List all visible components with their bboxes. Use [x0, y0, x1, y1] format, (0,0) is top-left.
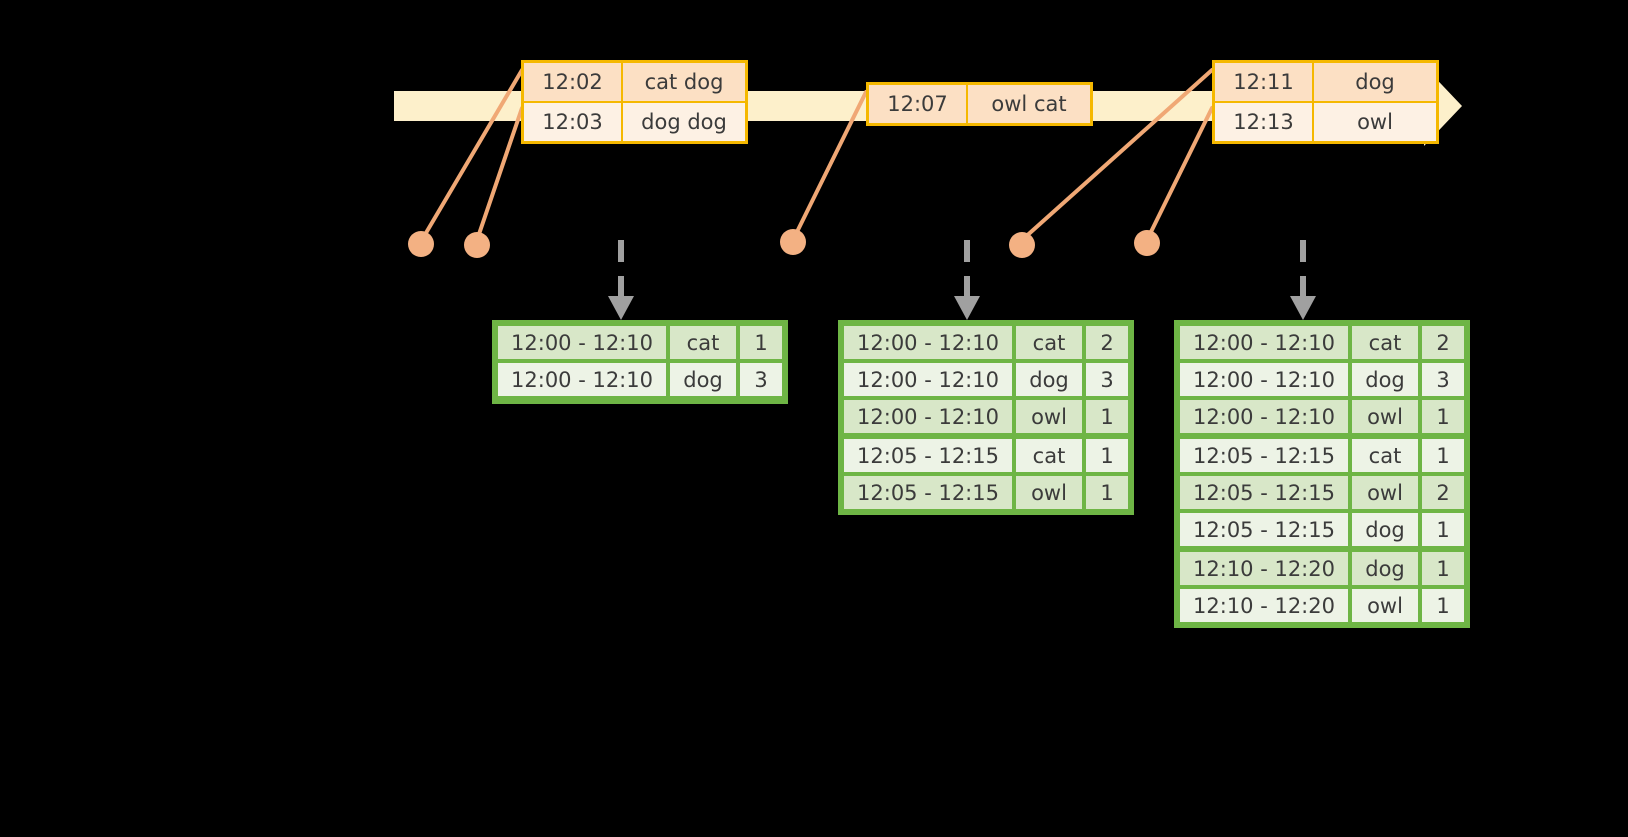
window-cell: 12:00 - 12:10	[842, 398, 1014, 437]
connector-line-5	[1145, 106, 1214, 242]
table-row[interactable]: 12:05 - 12:15 cat 1	[1178, 437, 1466, 474]
table-row[interactable]: 12:00 - 12:10 cat 2	[842, 324, 1130, 361]
result-table-3[interactable]: 12:00 - 12:10 cat 2 12:00 - 12:10 dog 3 …	[1174, 320, 1470, 628]
table-row[interactable]: 12:00 - 12:10 owl 1	[842, 398, 1130, 437]
count-cell: 2	[1420, 324, 1466, 361]
event-row[interactable]: 12:13 owl	[1212, 101, 1439, 144]
count-cell: 3	[738, 361, 784, 400]
connector-line-2	[475, 106, 524, 242]
window-cell: 12:05 - 12:15	[1178, 511, 1350, 550]
table-row[interactable]: 12:00 - 12:10 cat 2	[1178, 324, 1466, 361]
connector-line-4	[1020, 68, 1214, 242]
word-cell: cat	[1014, 437, 1084, 474]
word-cell: owl	[1014, 398, 1084, 437]
count-cell: 1	[738, 324, 784, 361]
event-dot-2	[464, 232, 490, 258]
window-cell: 12:05 - 12:15	[842, 437, 1014, 474]
count-cell: 1	[1420, 587, 1466, 624]
event-text: dog	[1312, 60, 1439, 103]
event-dot-3	[780, 229, 806, 255]
count-cell: 1	[1084, 437, 1130, 474]
event-text: cat dog	[621, 60, 748, 103]
table-row[interactable]: 12:00 - 12:10 dog 3	[842, 361, 1130, 398]
word-cell: dog	[1350, 361, 1420, 398]
word-cell: owl	[1350, 587, 1420, 624]
event-time: 12:13	[1212, 101, 1314, 144]
table-row[interactable]: 12:00 - 12:10 owl 1	[1178, 398, 1466, 437]
count-cell: 2	[1084, 324, 1130, 361]
count-cell: 1	[1420, 511, 1466, 550]
table-row[interactable]: 12:05 - 12:15 cat 1	[842, 437, 1130, 474]
table-row[interactable]: 12:05 - 12:15 owl 2	[1178, 474, 1466, 511]
word-cell: owl	[1014, 474, 1084, 511]
event-time: 12:02	[521, 60, 623, 103]
event-dot-1	[408, 231, 434, 257]
event-row[interactable]: 12:03 dog dog	[521, 101, 748, 144]
word-cell: cat	[668, 324, 738, 361]
event-time: 12:07	[866, 82, 968, 126]
connector-line-3	[791, 90, 868, 242]
dashed-arrows	[608, 240, 1316, 320]
event-time: 12:11	[1212, 60, 1314, 103]
word-cell: cat	[1014, 324, 1084, 361]
window-cell: 12:00 - 12:10	[1178, 324, 1350, 361]
table-row[interactable]: 12:05 - 12:15 dog 1	[1178, 511, 1466, 550]
event-row[interactable]: 12:02 cat dog	[521, 60, 748, 103]
event-group-1[interactable]: 12:02 cat dog 12:03 dog dog	[521, 60, 748, 144]
event-text: dog dog	[621, 101, 748, 144]
window-cell: 12:00 - 12:10	[842, 324, 1014, 361]
table-row[interactable]: 12:00 - 12:10 cat 1	[496, 324, 784, 361]
event-text: owl	[1312, 101, 1439, 144]
dashed-arrow-3	[1290, 240, 1316, 320]
word-cell: owl	[1350, 474, 1420, 511]
window-cell: 12:05 - 12:15	[842, 474, 1014, 511]
table-row[interactable]: 12:00 - 12:10 dog 3	[1178, 361, 1466, 398]
window-cell: 12:10 - 12:20	[1178, 550, 1350, 587]
event-dot-5	[1134, 230, 1160, 256]
window-cell: 12:00 - 12:10	[1178, 361, 1350, 398]
table-row[interactable]: 12:10 - 12:20 owl 1	[1178, 587, 1466, 624]
count-cell: 1	[1084, 474, 1130, 511]
dashed-arrow-1	[608, 240, 634, 320]
word-cell: owl	[1350, 398, 1420, 437]
word-cell: dog	[668, 361, 738, 400]
window-cell: 12:00 - 12:10	[842, 361, 1014, 398]
word-cell: dog	[1014, 361, 1084, 398]
window-cell: 12:00 - 12:10	[496, 361, 668, 400]
event-group-3[interactable]: 12:11 dog 12:13 owl	[1212, 60, 1439, 144]
table-row[interactable]: 12:05 - 12:15 owl 1	[842, 474, 1130, 511]
event-row[interactable]: 12:07 owl cat	[866, 82, 1093, 126]
event-row[interactable]: 12:11 dog	[1212, 60, 1439, 103]
count-cell: 2	[1420, 474, 1466, 511]
word-cell: dog	[1350, 511, 1420, 550]
event-text: owl cat	[966, 82, 1093, 126]
window-cell: 12:00 - 12:10	[496, 324, 668, 361]
event-time: 12:03	[521, 101, 623, 144]
result-table-2[interactable]: 12:00 - 12:10 cat 2 12:00 - 12:10 dog 3 …	[838, 320, 1134, 515]
window-cell: 12:05 - 12:15	[1178, 437, 1350, 474]
table-row[interactable]: 12:10 - 12:20 dog 1	[1178, 550, 1466, 587]
count-cell: 1	[1084, 398, 1130, 437]
event-group-2[interactable]: 12:07 owl cat	[866, 82, 1093, 126]
result-table-1[interactable]: 12:00 - 12:10 cat 1 12:00 - 12:10 dog 3	[492, 320, 788, 404]
connector-line-1	[421, 68, 524, 240]
count-cell: 1	[1420, 437, 1466, 474]
connector-lines	[421, 68, 1214, 242]
count-cell: 3	[1420, 361, 1466, 398]
dashed-arrow-2	[954, 240, 980, 320]
count-cell: 3	[1084, 361, 1130, 398]
event-dot-4	[1009, 232, 1035, 258]
word-cell: cat	[1350, 324, 1420, 361]
count-cell: 1	[1420, 398, 1466, 437]
word-cell: dog	[1350, 550, 1420, 587]
word-cell: cat	[1350, 437, 1420, 474]
count-cell: 1	[1420, 550, 1466, 587]
window-cell: 12:00 - 12:10	[1178, 398, 1350, 437]
connector-dots	[408, 229, 1160, 258]
table-row[interactable]: 12:00 - 12:10 dog 3	[496, 361, 784, 400]
window-cell: 12:05 - 12:15	[1178, 474, 1350, 511]
window-cell: 12:10 - 12:20	[1178, 587, 1350, 624]
